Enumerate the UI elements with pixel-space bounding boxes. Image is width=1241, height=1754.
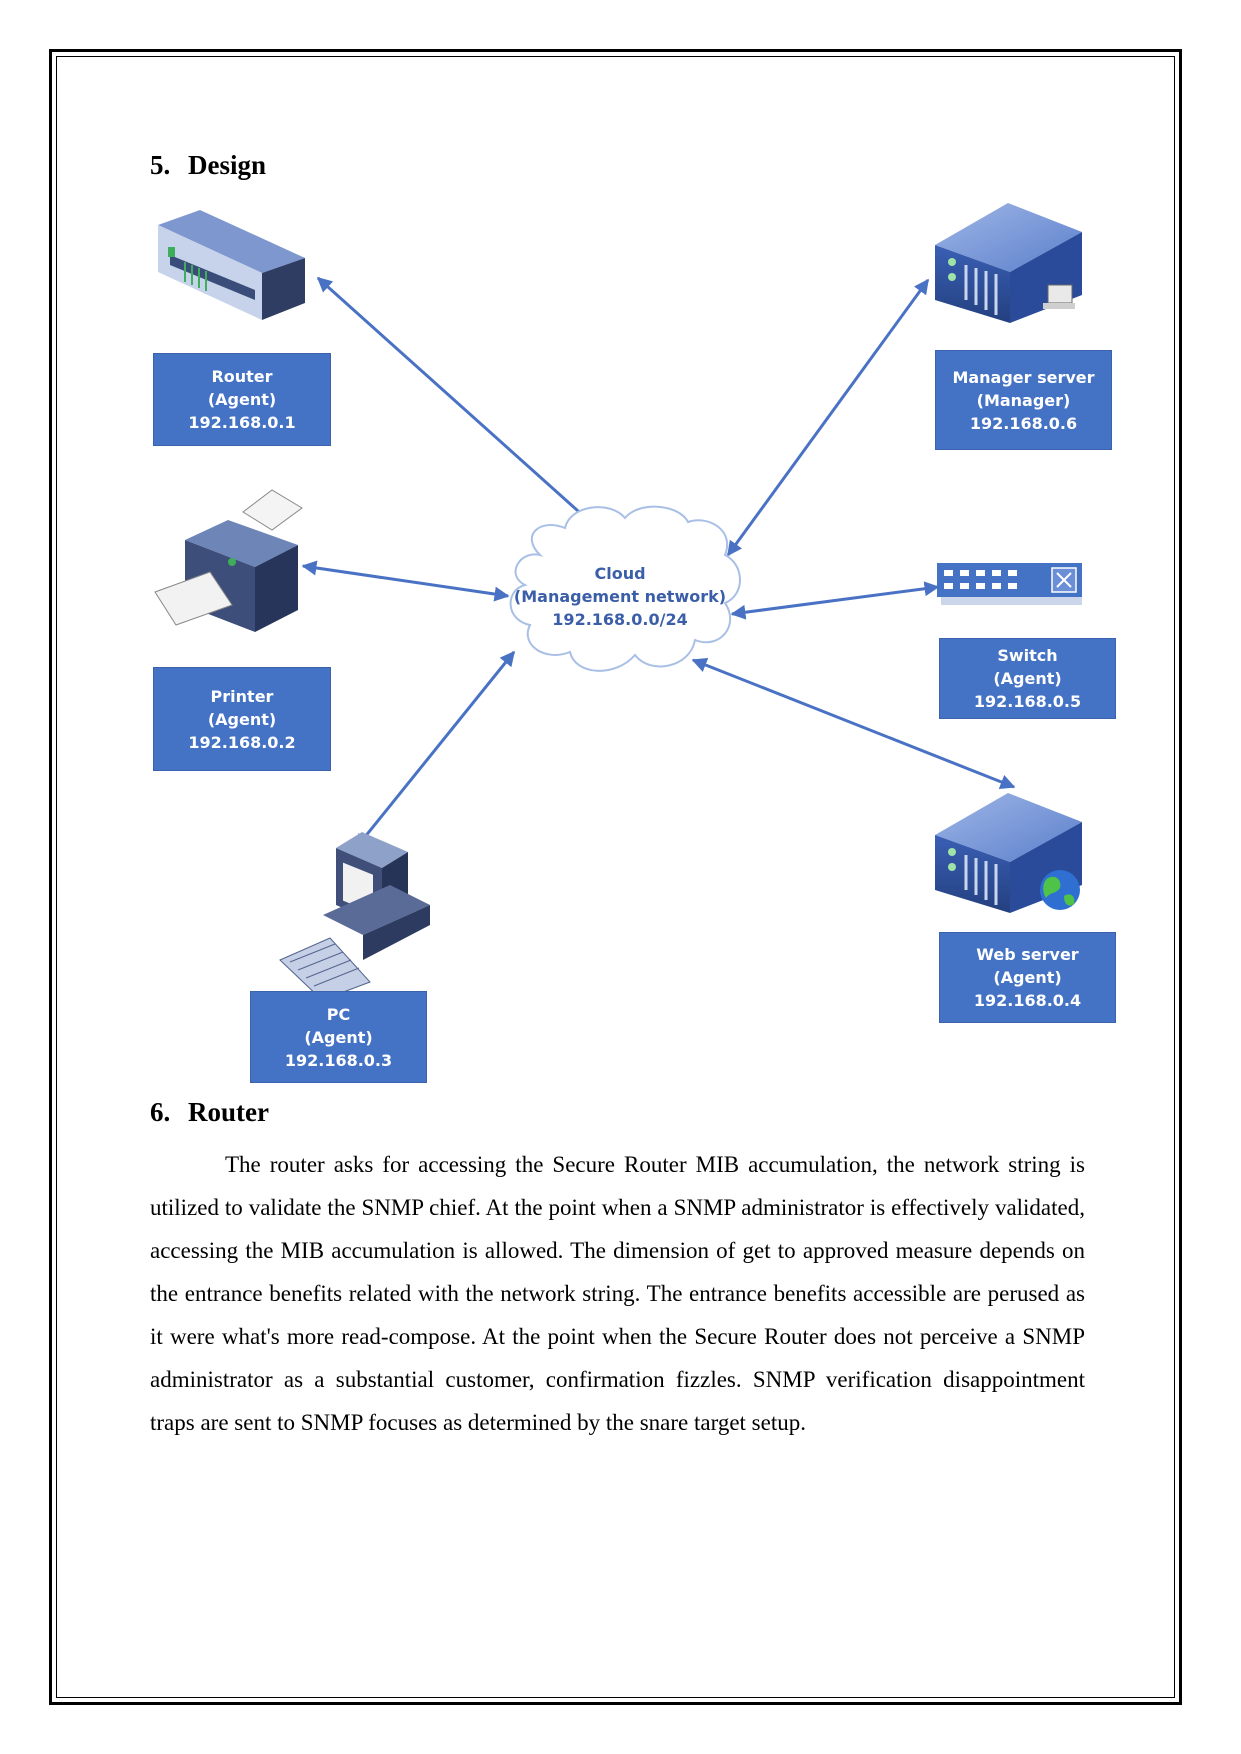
printer-label-name: Printer [210, 686, 274, 706]
cloud-label: Cloud (Management network) 192.168.0.0/2… [505, 562, 735, 631]
printer-icon [154, 489, 303, 632]
page-border-inner [56, 56, 1175, 1698]
router-paragraph: The router asks for accessing the Secure… [150, 1152, 1085, 1435]
arrow-router-cloud [316, 276, 599, 530]
pc-label-role: (Agent) [304, 1027, 373, 1047]
printer-label: Printer (Agent) 192.168.0.2 [153, 667, 331, 771]
manager-label: Manager server (Manager) 192.168.0.6 [935, 350, 1112, 450]
switch-label-ip: 192.168.0.5 [973, 692, 1082, 711]
arrow-manager-cloud [726, 278, 930, 557]
switch-icon [937, 563, 1082, 605]
section-heading-design: 5.Design [150, 150, 267, 180]
router-label: Router (Agent) 192.168.0.1 [153, 353, 331, 446]
pc-label: PC (Agent) 192.168.0.3 [250, 991, 427, 1083]
manager-label-role: (Manager) [976, 390, 1071, 410]
arrow-pc-cloud [354, 650, 516, 850]
web-server-icon [935, 793, 1082, 913]
switch-label: Switch (Agent) 192.168.0.5 [939, 638, 1116, 719]
switch-label-role: (Agent) [993, 669, 1062, 688]
router-label-role: (Agent) [207, 390, 277, 409]
arrow-switch-cloud [730, 581, 940, 620]
web-server-label-role: (Agent) [993, 968, 1062, 987]
manager-server-icon [935, 203, 1082, 323]
pc-label-ip: 192.168.0.3 [284, 1050, 393, 1070]
pc-label-name: PC [326, 1004, 351, 1024]
pc-icon [279, 832, 430, 1001]
web-server-label: Web server (Agent) 192.168.0.4 [939, 932, 1116, 1023]
cloud-label-name: Cloud [594, 564, 646, 583]
manager-label-ip: 192.168.0.6 [969, 413, 1078, 433]
router-icon [158, 210, 305, 320]
manager-label-name: Manager server [952, 367, 1095, 387]
web-server-label-name: Web server [976, 945, 1079, 964]
router-label-name: Router [211, 367, 273, 386]
switch-label-name: Switch [997, 646, 1058, 665]
arrow-web-cloud [691, 657, 1016, 790]
router-label-ip: 192.168.0.1 [188, 413, 296, 432]
cloud-label-role: (Management network) [513, 587, 727, 606]
printer-label-ip: 192.168.0.2 [188, 732, 296, 752]
page-border-outer [49, 49, 1182, 1705]
web-server-label-ip: 192.168.0.4 [973, 991, 1082, 1010]
cloud-label-ip: 192.168.0.0/24 [552, 610, 688, 629]
section-heading-router: 6.Router [150, 1097, 269, 1127]
cloud-shape [509, 505, 741, 672]
arrow-printer-cloud [301, 560, 510, 602]
printer-label-role: (Agent) [207, 709, 277, 729]
